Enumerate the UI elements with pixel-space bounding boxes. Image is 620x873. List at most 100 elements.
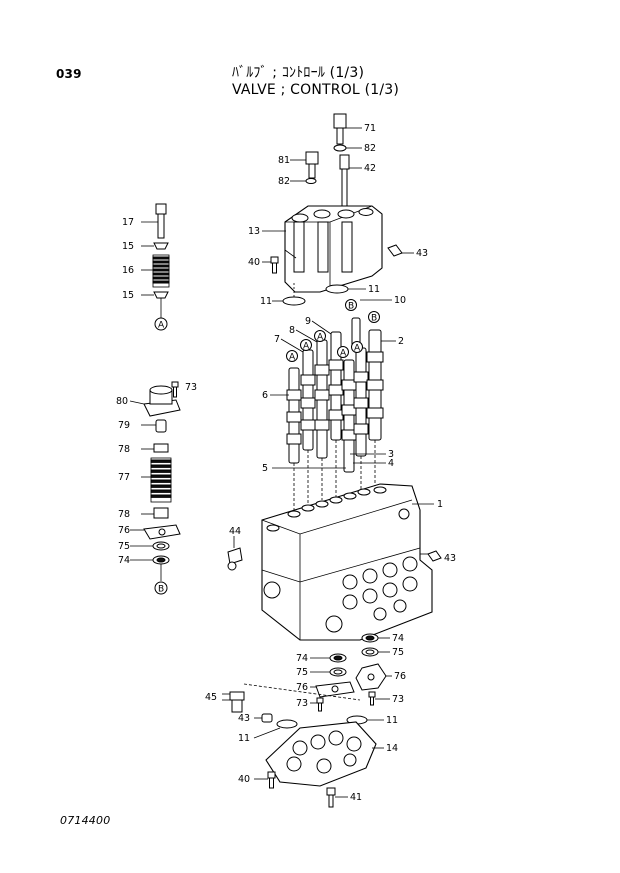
callout-71: 71 — [364, 123, 376, 134]
part-82-washer — [333, 144, 362, 152]
callout-14: 14 — [386, 743, 398, 754]
svg-text:A: A — [340, 349, 347, 359]
svg-text:B: B — [371, 314, 377, 324]
part-76-flange-left — [130, 524, 181, 540]
callout-75-left: 75 — [118, 541, 130, 552]
callout-11-left: 11 — [260, 296, 272, 307]
part-74-ring-center — [310, 653, 347, 663]
callout-17: 17 — [122, 217, 134, 228]
callout-16: 16 — [122, 265, 134, 276]
callout-43-top: 43 — [416, 248, 428, 259]
callout-15-lower: 15 — [122, 290, 134, 301]
part-9-spool — [311, 320, 344, 441]
part-11-oring-left — [272, 282, 306, 306]
part-80-cap — [129, 385, 181, 417]
part-81-plug — [290, 151, 319, 179]
callout-44: 44 — [229, 526, 241, 537]
callout-75-right: 75 — [392, 647, 404, 658]
callout-3: 3 — [388, 449, 394, 460]
callout-10: 10 — [394, 295, 406, 306]
ref-mark-a5: A — [351, 341, 363, 354]
ref-mark-a-left: A — [154, 317, 168, 331]
ref-mark-b1: B — [345, 299, 357, 312]
part-79-stopper — [141, 419, 167, 433]
callout-1: 1 — [437, 499, 443, 510]
ref-mark-b-left: B — [154, 581, 168, 595]
callout-labels: 71 82 81 42 82 13 43 40 11 11 10 9 8 7 2… — [116, 123, 456, 803]
callout-80: 80 — [116, 396, 128, 407]
callout-11-bottom-left: 11 — [238, 733, 250, 744]
callout-82-mid: 82 — [278, 176, 290, 187]
callout-77: 77 — [118, 472, 130, 483]
title-english: VALVE ; CONTROL (1/3) — [232, 82, 400, 98]
part-73-bolt-right — [368, 691, 390, 706]
title-japanese: ﾊﾞﾙﾌﾞ ; ｺﾝﾄﾛｰﾙ (1/3) — [232, 65, 365, 81]
ref-mark-a4: A — [337, 346, 349, 359]
part-43-plug-bottom — [254, 713, 273, 723]
part-76-flange-right — [355, 663, 392, 691]
part-75-oring-center — [310, 667, 347, 677]
svg-text:B: B — [348, 302, 354, 312]
callout-74-left: 74 — [118, 555, 130, 566]
part-11-oring-right — [325, 284, 366, 294]
ref-mark-a3: A — [314, 330, 326, 343]
ref-mark-b2: B — [368, 311, 380, 324]
part-42-bolt — [339, 154, 362, 208]
drawing-code: 0714400 — [60, 814, 111, 827]
callout-73-center: 73 — [296, 698, 308, 709]
part-78-seat-upper — [141, 443, 169, 453]
callout-76-center: 76 — [296, 682, 308, 693]
part-6-spool — [270, 367, 302, 464]
callout-2: 2 — [398, 336, 404, 347]
part-5-spool — [341, 359, 357, 473]
callout-11-bottom-right: 11 — [386, 715, 398, 726]
callout-74-center: 74 — [296, 653, 308, 664]
part-44-plate — [227, 536, 243, 571]
callout-82-top: 82 — [364, 143, 376, 154]
callout-81: 81 — [278, 155, 290, 166]
callout-75-center: 75 — [296, 667, 308, 678]
callout-79: 79 — [118, 420, 130, 431]
part-82-oring — [290, 178, 317, 184]
part-15-spring-seat-lower — [141, 291, 169, 299]
ref-mark-group: A A A A A B B — [286, 299, 380, 363]
ref-mark-a2: A — [300, 339, 312, 352]
svg-text:A: A — [354, 344, 361, 354]
svg-text:B: B — [158, 585, 164, 595]
callout-73-cap: 73 — [185, 382, 197, 393]
part-40-bolt-top — [262, 256, 279, 274]
part-1-valve-body — [261, 483, 434, 641]
part-77-spring — [141, 457, 172, 503]
callout-78-upper: 78 — [118, 444, 130, 455]
callout-13: 13 — [248, 226, 260, 237]
callout-45: 45 — [205, 692, 217, 703]
part-43-plug-top — [387, 244, 414, 257]
part-15-spring-seat-upper — [141, 242, 169, 250]
part-74-ring-right — [361, 633, 390, 643]
callout-76-left: 76 — [118, 525, 130, 536]
spool-group — [270, 299, 396, 510]
part-43-plug-side — [420, 550, 442, 562]
callout-73-right: 73 — [392, 694, 404, 705]
callout-40-top: 40 — [248, 257, 260, 268]
callout-43-bottom: 43 — [238, 713, 250, 724]
callout-78-lower: 78 — [118, 509, 130, 520]
svg-text:A: A — [158, 321, 165, 331]
part-41-bolt — [326, 787, 348, 808]
part-45-plug-assembly — [222, 683, 361, 713]
part-13-cover-block — [262, 205, 383, 293]
part-10-spool — [351, 299, 392, 457]
callout-11-right: 11 — [368, 284, 380, 295]
callout-4: 4 — [388, 458, 394, 469]
callout-15-upper: 15 — [122, 241, 134, 252]
part-74-ring-left — [130, 555, 170, 565]
callout-6: 6 — [262, 390, 268, 401]
part-75-oring-right — [361, 647, 390, 657]
part-76-flange-center — [310, 681, 355, 698]
svg-text:A: A — [303, 342, 310, 352]
part-73-bolt-center — [310, 697, 324, 712]
callout-7: 7 — [274, 334, 280, 345]
svg-text:A: A — [289, 353, 296, 363]
